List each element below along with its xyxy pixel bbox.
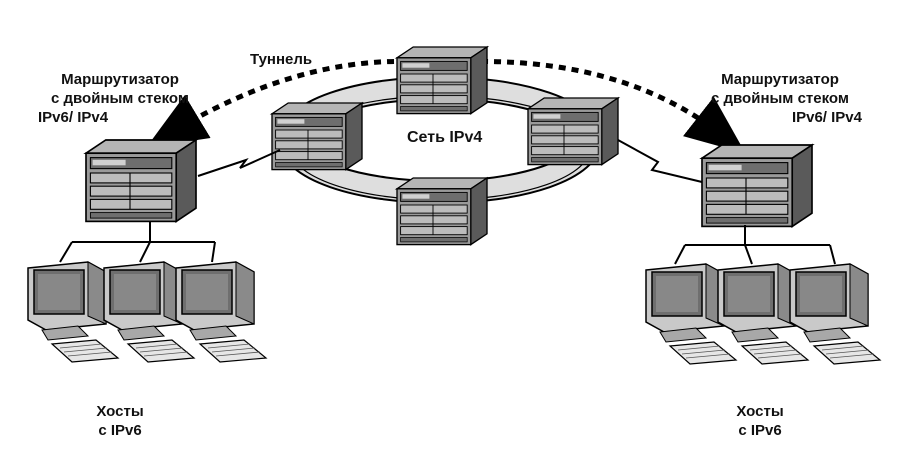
hosts-label-line: Хосты: [96, 403, 144, 420]
tunnel-arrow-right: [454, 58, 746, 154]
hosts-label-left: Хосты с IPv6: [60, 402, 180, 440]
router-label-line: IPv6/ IPv4: [38, 109, 109, 126]
router-icon: [85, 139, 197, 223]
router-icon: [396, 177, 488, 246]
hosts-label-line: с IPv6: [98, 422, 142, 439]
lan-left: [59, 222, 216, 263]
hosts-label-line: с IPv6: [738, 422, 782, 439]
lan-right: [674, 225, 836, 265]
computer-icon: [789, 263, 881, 365]
router-icon: [271, 102, 363, 171]
router-icon: [701, 144, 813, 228]
serial-link-right: [617, 139, 703, 183]
hosts-label-right: Хосты с IPv6: [700, 402, 820, 440]
tunnel-arrow-left: [146, 58, 421, 148]
router-label-line: с двойным стеком: [711, 90, 849, 107]
hosts-label-line: Хосты: [736, 403, 784, 420]
router-icon: [396, 46, 488, 115]
router-label-right: Маршрутизатор с двойным стеком IPv6/ IPv…: [690, 70, 870, 127]
serial-link-left: [197, 149, 281, 177]
computer-icon: [175, 261, 267, 363]
router-label-line: с двойным стеком: [51, 90, 189, 107]
router-label-line: Маршрутизатор: [721, 71, 839, 88]
router-label-line: IPv6/ IPv4: [791, 109, 862, 126]
router-icon: [527, 97, 619, 166]
network-label: Сеть IPv4: [407, 129, 483, 146]
router-label-left: Маршрутизатор с двойным стеком IPv6/ IPv…: [30, 70, 210, 127]
router-label-line: Маршрутизатор: [61, 71, 179, 88]
tunnel-label: Туннель: [250, 51, 313, 68]
